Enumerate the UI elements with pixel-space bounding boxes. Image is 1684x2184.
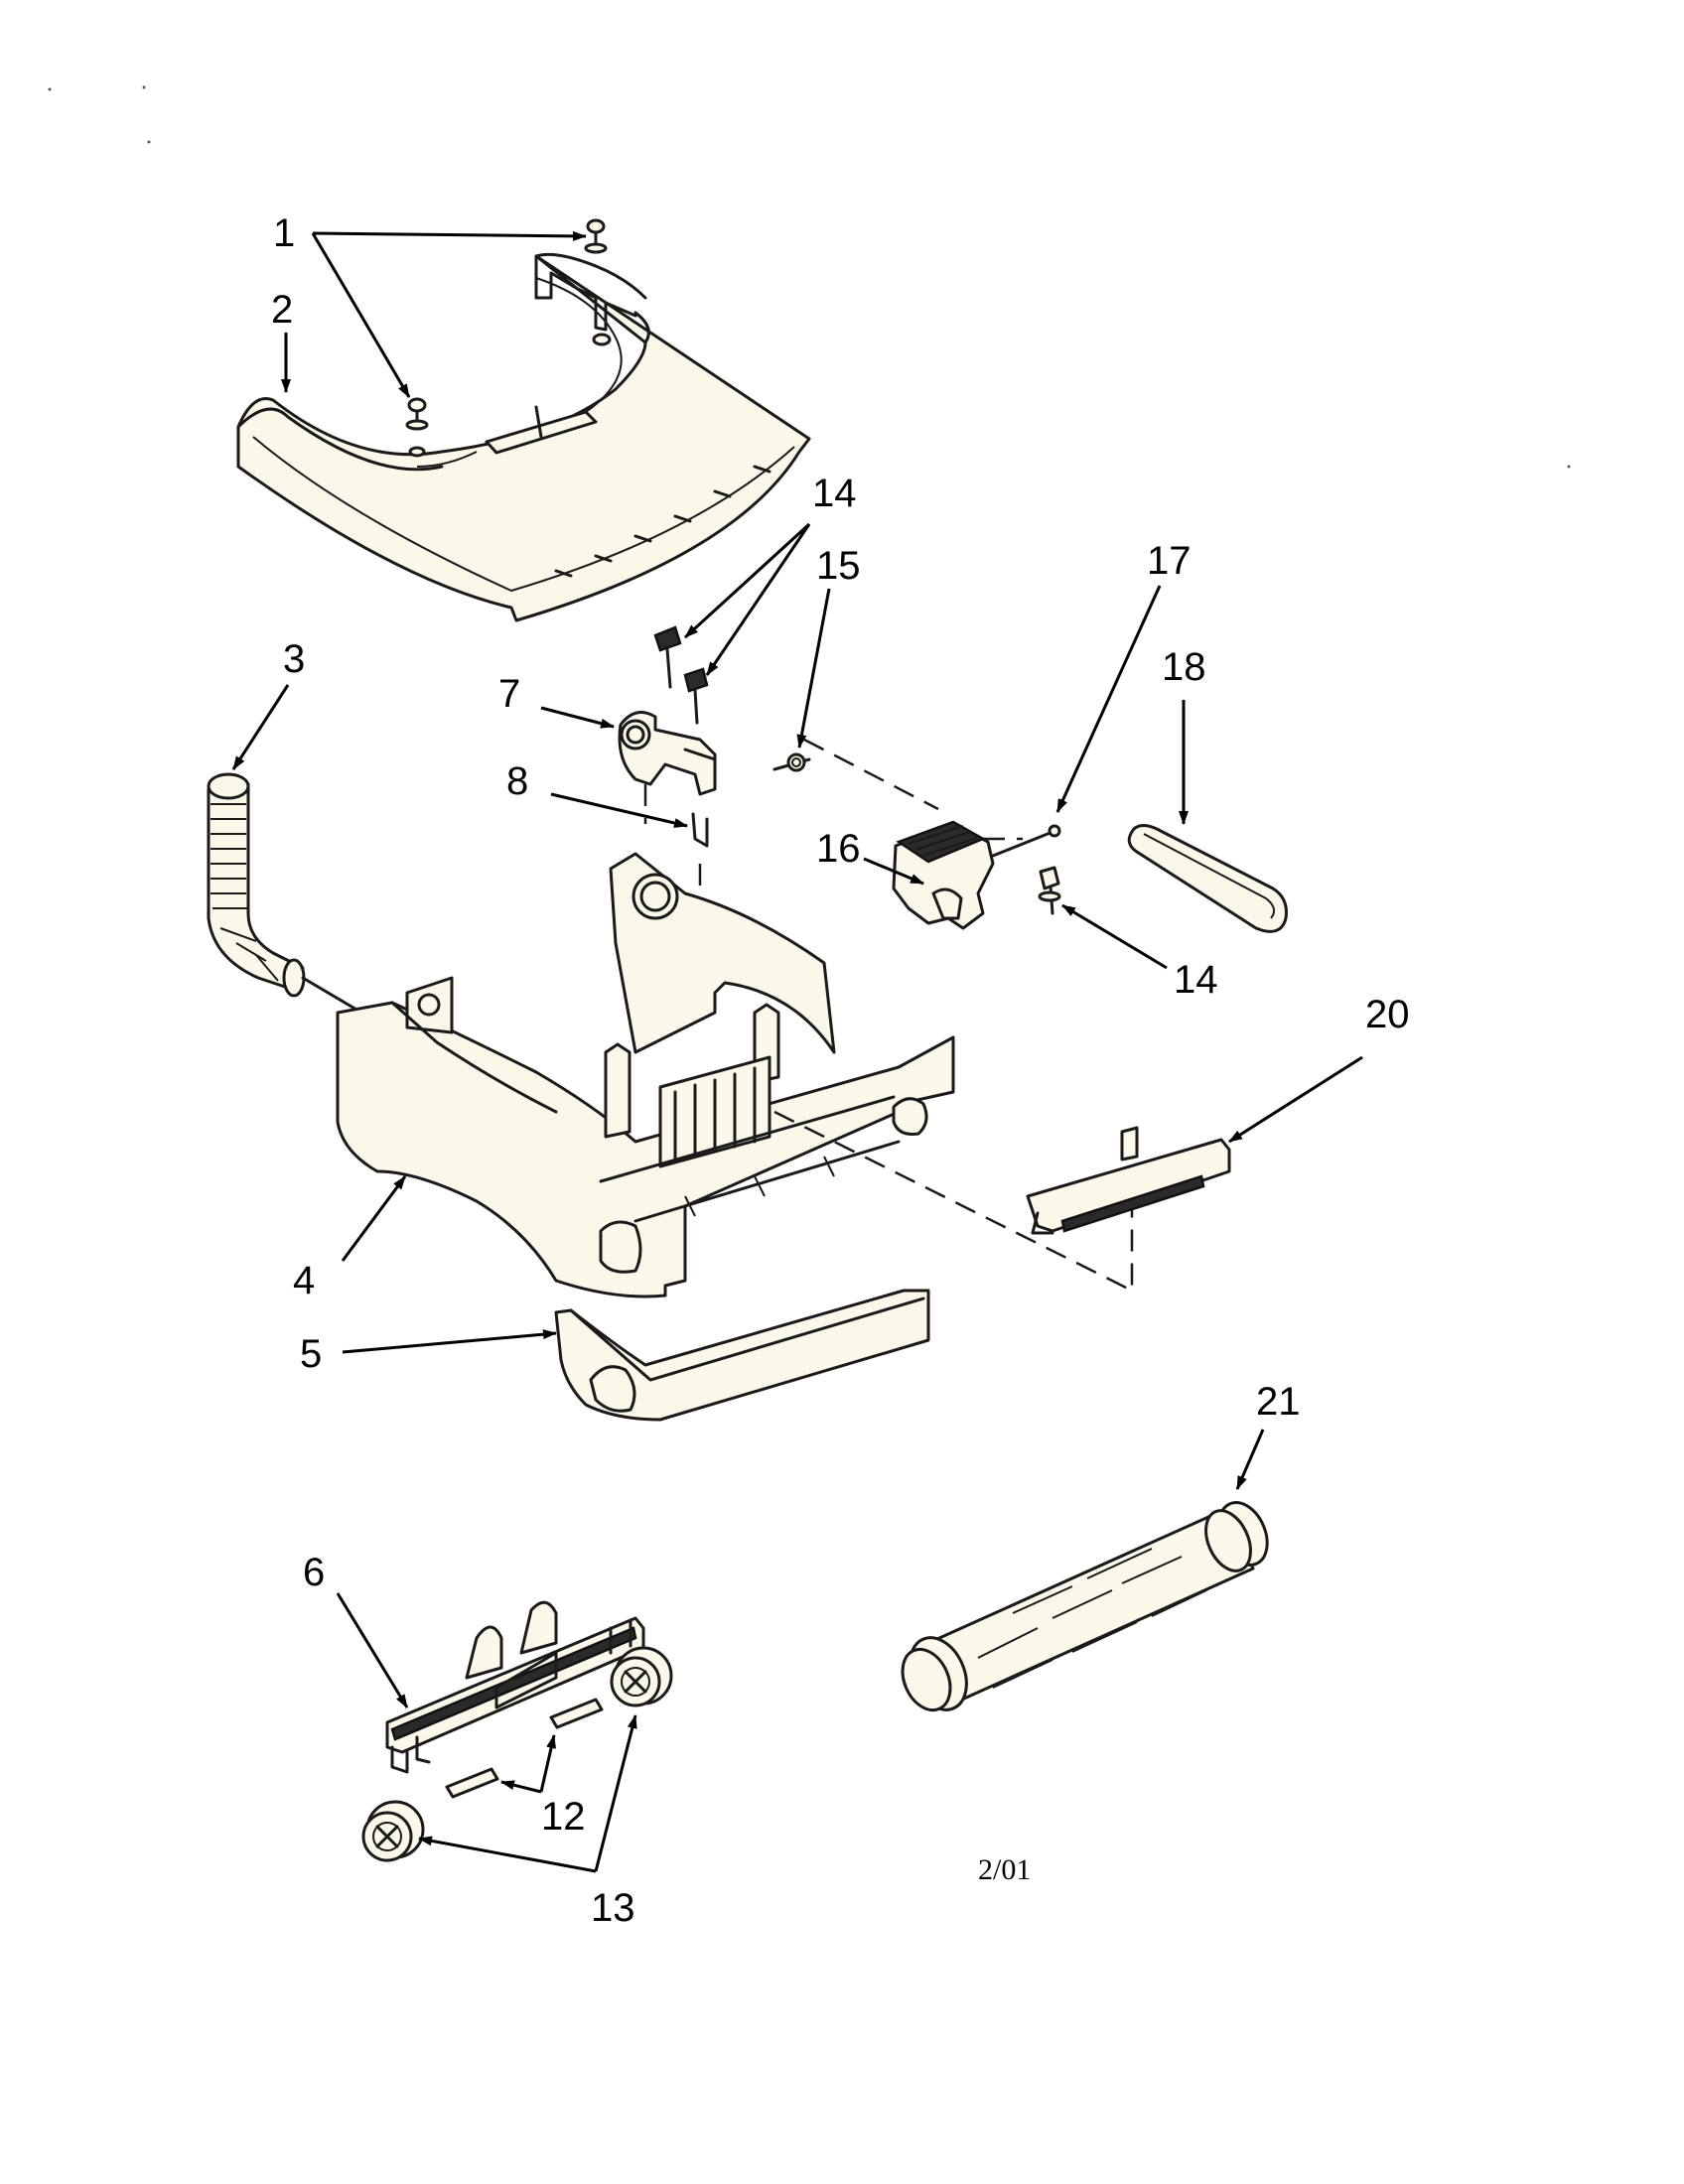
scan-speck: [48, 87, 52, 91]
wheel-part-b: [361, 1800, 425, 1862]
callout-7: 7: [498, 672, 520, 716]
bar-part: [1026, 1126, 1231, 1235]
callout-12: 12: [541, 1795, 586, 1839]
hood-cover-part: [236, 252, 811, 622]
callout-6: 6: [303, 1551, 325, 1594]
callout-14b: 14: [1174, 958, 1218, 1002]
callout-5: 5: [300, 1332, 322, 1376]
assembly-guide-line: [773, 1110, 1134, 1294]
scan-speck: [147, 140, 151, 144]
brushroll-part: [901, 1501, 1269, 1712]
scan-speck: [1567, 465, 1571, 469]
axle-pin-part-b: [445, 1767, 499, 1799]
callout-16: 16: [816, 827, 861, 871]
wheel-part-a: [610, 1646, 673, 1707]
callout-21: 21: [1256, 1380, 1301, 1424]
callout-8: 8: [506, 759, 528, 803]
callout-3: 3: [283, 637, 305, 681]
switch-housing-part: [892, 820, 995, 930]
axle-pin-part-a: [549, 1698, 604, 1729]
axle-carrier-part: [385, 1600, 645, 1774]
callout-17: 17: [1147, 539, 1192, 583]
callout-14a: 14: [812, 472, 857, 515]
scan-speck: [142, 85, 146, 89]
callout-2: 2: [271, 288, 293, 332]
pin-part: [991, 824, 1061, 858]
callout-1: 1: [273, 211, 295, 255]
bracket-part: [618, 711, 717, 796]
screw-part-14a: [653, 625, 682, 689]
callout-15: 15: [816, 544, 861, 588]
leader-lines: [231, 230, 1363, 1873]
screw-part-14b: [683, 667, 709, 725]
screw-hole: [592, 333, 612, 346]
revision-date: 2/01: [978, 1853, 1031, 1886]
callout-18: 18: [1162, 645, 1206, 689]
spring-part: [772, 752, 811, 772]
clip-part: [691, 812, 709, 848]
screw-part-1b: [405, 397, 429, 458]
assembly-guide-line: [803, 738, 939, 811]
screw-part-14c: [1038, 866, 1061, 915]
base-housing-part: [336, 852, 955, 1298]
hose-part: [207, 772, 397, 1034]
screw-part-1a: [584, 218, 608, 254]
callout-20: 20: [1365, 993, 1410, 1036]
bumper-part: [554, 1289, 930, 1422]
callout-13: 13: [591, 1886, 635, 1930]
belt-part: [1127, 824, 1288, 933]
callout-4: 4: [293, 1259, 315, 1302]
